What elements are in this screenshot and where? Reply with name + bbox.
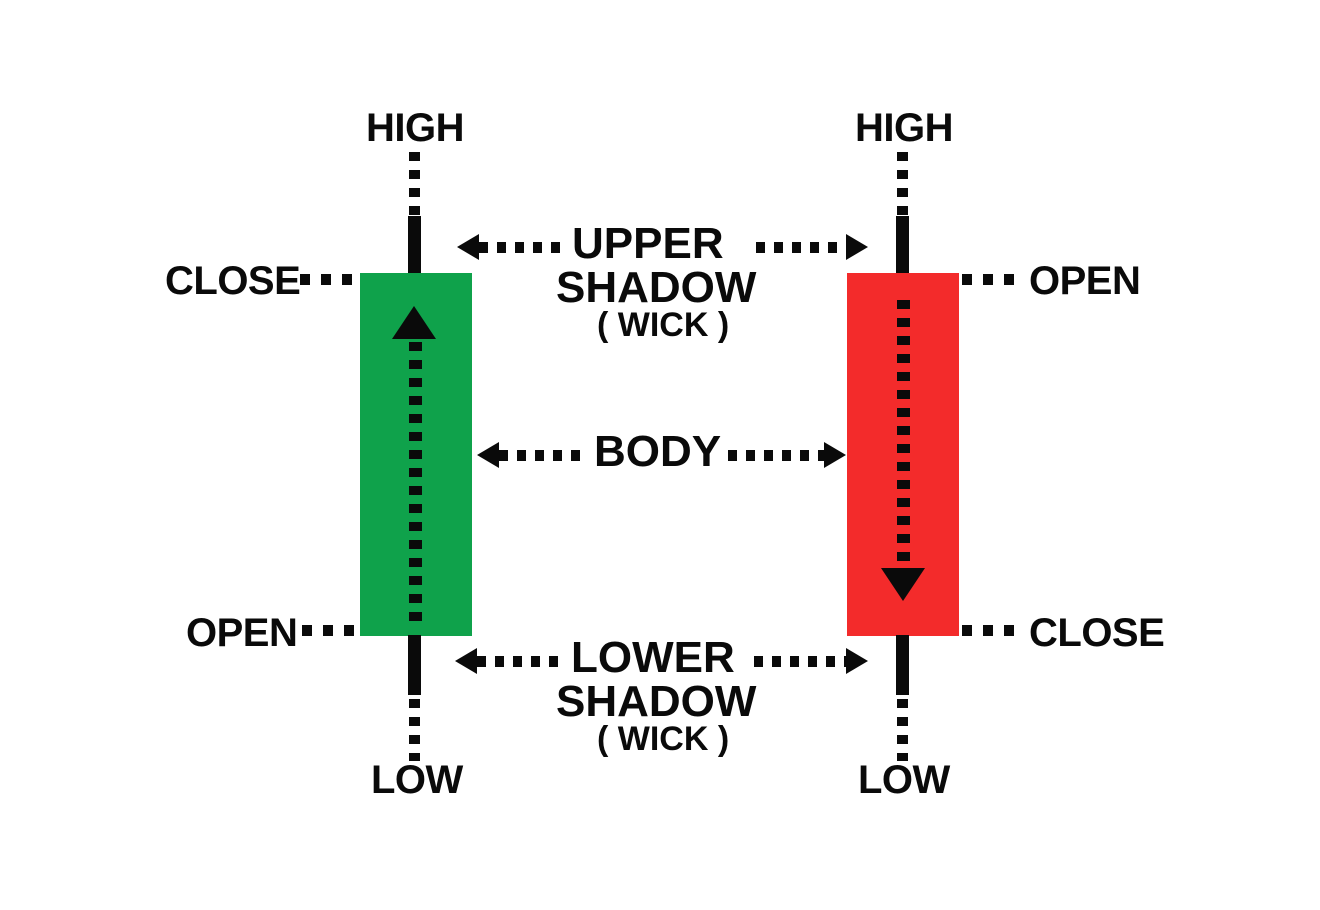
- bearish-direction-arrow-down-icon: [881, 568, 925, 601]
- upper-shadow-left-arrowhead-icon: [457, 234, 479, 260]
- left-close-leader-dotted-line: [300, 274, 360, 285]
- body-left-arrowhead-icon: [477, 442, 499, 468]
- right-open-label: OPEN: [1029, 259, 1141, 303]
- right-close-leader-dotted-line: [962, 625, 1020, 636]
- bullish-direction-arrow-shaft: [409, 342, 422, 626]
- body-right-arrowhead-icon: [824, 442, 846, 468]
- lower-shadow-wick-label: ( WICK ): [597, 720, 730, 758]
- left-open-label: OPEN: [186, 611, 298, 655]
- left-low-leader-dotted-line: [409, 699, 420, 761]
- upper-shadow-left-dotted-line: [479, 242, 567, 253]
- lower-shadow-label-line1: LOWER: [571, 633, 735, 682]
- bullish-direction-arrow-up-icon: [392, 306, 436, 339]
- lower-shadow-right-dotted-line: [754, 656, 846, 667]
- upper-shadow-wick-label: ( WICK ): [597, 306, 730, 344]
- upper-shadow-right-dotted-line: [756, 242, 846, 253]
- left-low-label: LOW: [371, 758, 463, 802]
- upper-shadow-label-line2: SHADOW: [556, 263, 757, 312]
- upper-shadow-right-arrowhead-icon: [846, 234, 868, 260]
- right-high-label: HIGH: [855, 106, 954, 150]
- body-label: BODY: [594, 427, 722, 476]
- right-open-leader-dotted-line: [962, 274, 1020, 285]
- upper-shadow-label-line1: UPPER: [572, 219, 724, 268]
- left-close-label: CLOSE: [165, 259, 301, 303]
- body-left-dotted-line: [499, 450, 589, 461]
- left-high-leader-dotted-line: [409, 152, 420, 216]
- right-upper-wick: [896, 216, 909, 274]
- right-high-leader-dotted-line: [897, 152, 908, 216]
- body-right-dotted-line: [728, 450, 826, 461]
- right-close-label: CLOSE: [1029, 611, 1165, 655]
- left-lower-wick: [408, 635, 421, 695]
- lower-shadow-left-arrowhead-icon: [455, 648, 477, 674]
- right-lower-wick: [896, 635, 909, 695]
- left-high-label: HIGH: [366, 106, 465, 150]
- left-upper-wick: [408, 216, 421, 274]
- lower-shadow-left-dotted-line: [477, 656, 565, 667]
- right-low-label: LOW: [858, 758, 950, 802]
- lower-shadow-right-arrowhead-icon: [846, 648, 868, 674]
- lower-shadow-label-line2: SHADOW: [556, 677, 757, 726]
- left-open-leader-dotted-line: [302, 625, 360, 636]
- bearish-direction-arrow-shaft: [897, 300, 910, 572]
- right-low-leader-dotted-line: [897, 699, 908, 761]
